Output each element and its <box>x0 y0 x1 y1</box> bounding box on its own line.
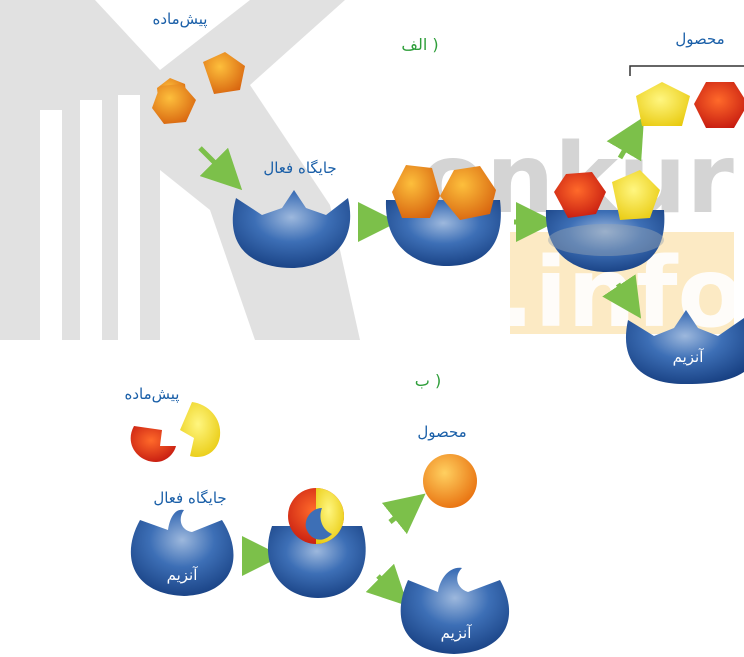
product-yellow-pentagon <box>636 82 690 126</box>
part-b-enzyme-label-2: آنزیم <box>441 624 473 642</box>
arrow-b2 <box>381 493 426 535</box>
part-a-label: الف ) <box>401 35 438 54</box>
product-red-hexagon <box>694 82 744 128</box>
part-a-active-site-label: جایگاه فعال <box>263 159 336 177</box>
arrow-a5 <box>602 274 642 319</box>
part-b-label: ب ) <box>415 371 441 390</box>
part-a-enzyme-product-complex <box>545 170 665 272</box>
part-a: الف ) پیش‌ماده جایگاه فعال مح <box>152 10 744 384</box>
part-a-enzyme-1 <box>232 190 351 268</box>
part-b-active-site-label: جایگاه فعال <box>153 489 226 507</box>
arrow-a1 <box>198 146 243 191</box>
part-b-substrate-label: پیش‌ماده <box>125 385 180 404</box>
part-a-substrate-label: پیش‌ماده <box>153 10 208 29</box>
arrow-a4 <box>606 116 645 162</box>
part-b-product-ball <box>423 454 477 508</box>
part-a-product-label: محصول <box>675 30 724 48</box>
part-a-enzyme-substrate-complex <box>385 165 501 266</box>
part-b-substrate-pieces <box>130 402 221 462</box>
product-bracket <box>629 65 744 76</box>
part-b: ب ) پیش‌ماده جایگاه فعال آنزیم محصول آنز… <box>125 371 510 654</box>
part-b-enzyme-substrate-complex <box>267 488 366 598</box>
part-b-enzyme-1: آنزیم <box>130 509 234 596</box>
part-b-enzyme-label-1: آنزیم <box>167 566 199 584</box>
part-a-substrate-molecule <box>152 52 245 124</box>
arrow-b3 <box>365 563 409 607</box>
part-b-product-label: محصول <box>417 423 466 441</box>
part-a-enzyme-label: آنزیم <box>673 348 705 366</box>
part-a-enzyme-released: آنزیم <box>625 310 744 384</box>
part-b-enzyme-released: آنزیم <box>400 567 510 654</box>
